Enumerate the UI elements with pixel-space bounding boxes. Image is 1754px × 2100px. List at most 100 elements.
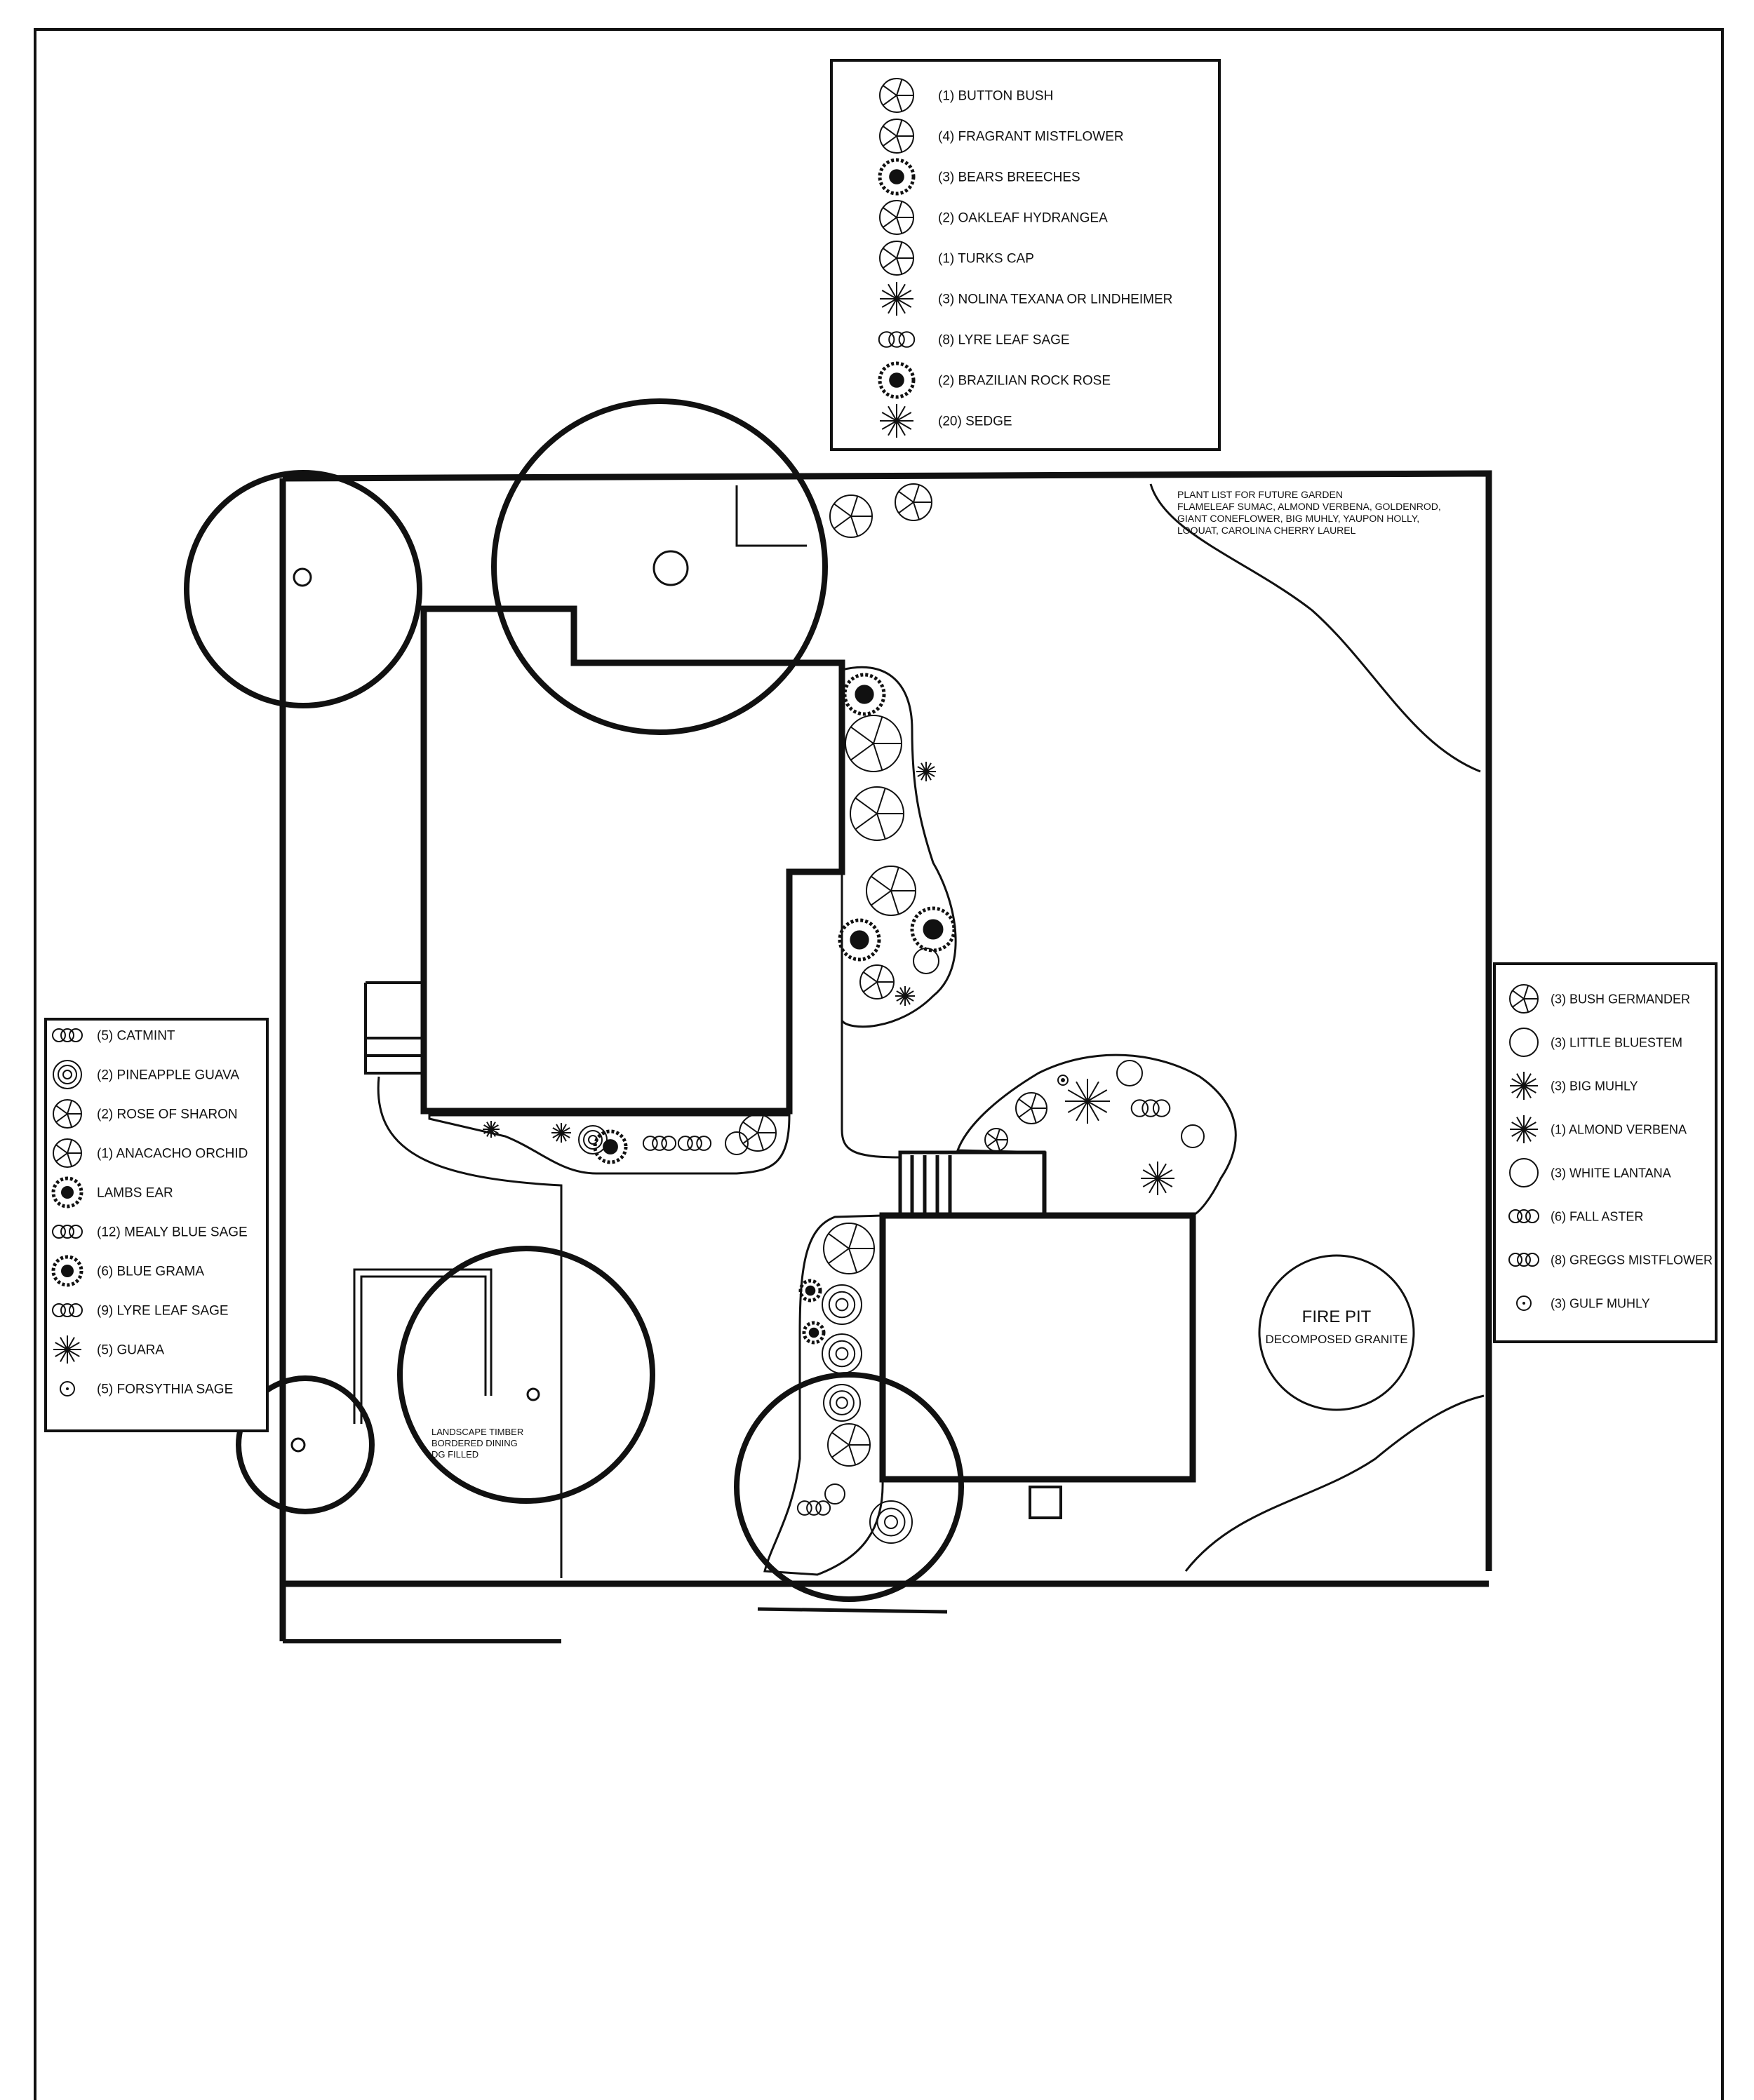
lawn-edge: [1184, 1394, 1485, 1572]
mealy-blue-sage-icon: [52, 1225, 83, 1239]
lyre-leaf-sage-icon: [878, 331, 916, 348]
tree-canopy-dining: [397, 1246, 655, 1504]
plant-symbol: [845, 715, 902, 772]
plant-symbol: [796, 1500, 831, 1516]
anacacho-orchid-icon: [53, 1138, 82, 1168]
legend-item-label: (2) BRAZILIAN ROCK ROSE: [938, 374, 1111, 389]
legend-item-label: (4) FRAGRANT MISTFLOWER: [938, 130, 1124, 144]
brazilian-rock-rose-icon: [878, 361, 916, 399]
plant-symbol: [895, 986, 915, 1006]
planting-bed-east: [841, 666, 957, 1028]
plant-symbol: [483, 1121, 500, 1138]
tree-canopy-south: [734, 1372, 964, 1602]
nolina-icon: [880, 282, 913, 316]
legend-item-label: (1) ALMOND VERBENA: [1551, 1122, 1687, 1136]
catmint-icon: [52, 1028, 83, 1042]
tree-trunk: [290, 1437, 306, 1453]
plant-symbol: [913, 948, 939, 974]
pineapple-guava-icon: [53, 1060, 82, 1089]
plant-symbol: [984, 1128, 1008, 1152]
legend-item-label: (1) TURKS CAP: [938, 252, 1034, 267]
legend-item-label: (3) LITTLE BLUESTEM: [1551, 1035, 1682, 1049]
legend-item-label: (9) LYRE LEAF SAGE: [97, 1304, 229, 1319]
dining-note-line: DG FILLED: [431, 1449, 478, 1460]
plant-symbol: [829, 494, 873, 538]
plant-symbols: [483, 483, 1205, 1544]
legend-item-label: (3) GULF MUHLY: [1551, 1296, 1650, 1310]
planting-bed-west-outbuilding: [763, 1214, 884, 1576]
plant-symbol: [677, 1136, 712, 1151]
future-garden-note: PLANT LIST FOR FUTURE GARDEN FLAMELEAF S…: [1177, 489, 1441, 536]
plant-symbol: [739, 1114, 777, 1152]
big-muhly-icon: [1510, 1072, 1538, 1100]
legend-left: (5) CATMINT(2) PINEAPPLE GUAVA(2) ROSE O…: [51, 1028, 248, 1397]
plant-symbol: [916, 762, 936, 781]
outbuilding: [879, 1212, 1196, 1483]
legend-item-label: (3) BEARS BREECHES: [938, 170, 1080, 185]
blue-grama-icon: [51, 1255, 83, 1287]
plant-symbol: [895, 483, 932, 521]
side-path: [841, 872, 901, 1159]
plant-symbol: [1141, 1162, 1174, 1195]
legend-item-label: (6) FALL ASTER: [1551, 1209, 1643, 1223]
plant-symbol: [578, 1125, 608, 1155]
lyre-leaf-sage-icon: [52, 1303, 83, 1317]
plant-symbol: [642, 1136, 677, 1151]
plant-symbol: [843, 673, 886, 716]
rose-of-sharon-icon: [53, 1099, 82, 1129]
steps: [364, 485, 1062, 1519]
legend-item-label: (2) PINEAPPLE GUAVA: [97, 1068, 239, 1083]
walkway: [377, 1076, 563, 1578]
legend-item-label: (1) BUTTON BUSH: [938, 89, 1053, 104]
guara-icon: [53, 1335, 81, 1364]
legend-item-label: (3) BUSH GERMANDER: [1551, 992, 1690, 1006]
tree-trunk: [652, 550, 689, 586]
tree-canopies: [184, 398, 964, 1602]
future-garden-line: PLANT LIST FOR FUTURE GARDEN: [1177, 489, 1343, 500]
legend-item-label: (2) OAKLEAF HYDRANGEA: [938, 211, 1108, 226]
future-garden-line: GIANT CONEFLOWER, BIG MUHLY, YAUPON HOLL…: [1177, 513, 1419, 524]
button-bush-icon: [879, 78, 914, 113]
future-garden-line: FLAMELEAF SUMAC, ALMOND VERBENA, GOLDENR…: [1177, 501, 1441, 512]
plant-symbol: [869, 1500, 913, 1544]
planting-bed-south: [428, 1114, 791, 1175]
gulf-muhly-icon: [1516, 1295, 1532, 1311]
legend-item-label: (3) WHITE LANTANA: [1551, 1166, 1671, 1180]
sedge-icon: [880, 404, 913, 438]
bears-breeches-icon: [878, 158, 916, 196]
plant-symbol: [822, 1284, 862, 1325]
plant-symbol: [824, 1483, 845, 1505]
plant-symbol: [823, 1384, 861, 1422]
future-garden-bed: [1149, 483, 1481, 773]
legend-item-label: (12) MEALY BLUE SAGE: [97, 1225, 248, 1240]
little-bluestem-icon: [1509, 1028, 1539, 1057]
plant-symbol: [1130, 1099, 1171, 1117]
legend-item-label: (5) CATMINT: [97, 1029, 175, 1044]
legend-item-label: (5) FORSYTHIA SAGE: [97, 1382, 233, 1397]
legend-item-label: (3) NOLINA TEXANA OR LINDHEIMER: [938, 292, 1172, 307]
planting-bed-northeast: [956, 1054, 1237, 1217]
legend-right: (3) BUSH GERMANDER (3) LITTLE BLUESTEM (3)…: [1508, 984, 1713, 1311]
plant-symbol: [910, 906, 956, 953]
tree-canopy-northwest: [184, 470, 422, 708]
tree-trunk: [526, 1387, 540, 1401]
fall-aster-icon: [1508, 1209, 1539, 1223]
plant-symbol: [551, 1123, 571, 1143]
future-garden-line: LOQUAT, CAROLINA CHERRY LAUREL: [1177, 525, 1356, 536]
tree-trunk: [293, 567, 312, 587]
tree-canopy-north: [491, 398, 828, 735]
forsythia-sage-icon: [60, 1381, 75, 1396]
dining-note-line: BORDERED DINING: [431, 1438, 518, 1448]
plant-symbol: [850, 786, 904, 841]
tree-canopy-southwest: [236, 1375, 375, 1514]
page-frame: [34, 28, 1724, 2100]
legend-item-label: (8) LYRE LEAF SAGE: [938, 333, 1070, 348]
fragrant-mistflower-icon: [879, 119, 914, 154]
plant-symbol: [1057, 1075, 1069, 1086]
plant-symbol: [827, 1423, 871, 1467]
legend-top: (1) BUTTON BUSH (4) FRAGRANT MISTFLOWER (3…: [878, 78, 1172, 438]
plant-symbol: [866, 866, 916, 916]
lambs-ear-icon: [51, 1176, 83, 1209]
plant-symbol: [802, 1321, 826, 1345]
